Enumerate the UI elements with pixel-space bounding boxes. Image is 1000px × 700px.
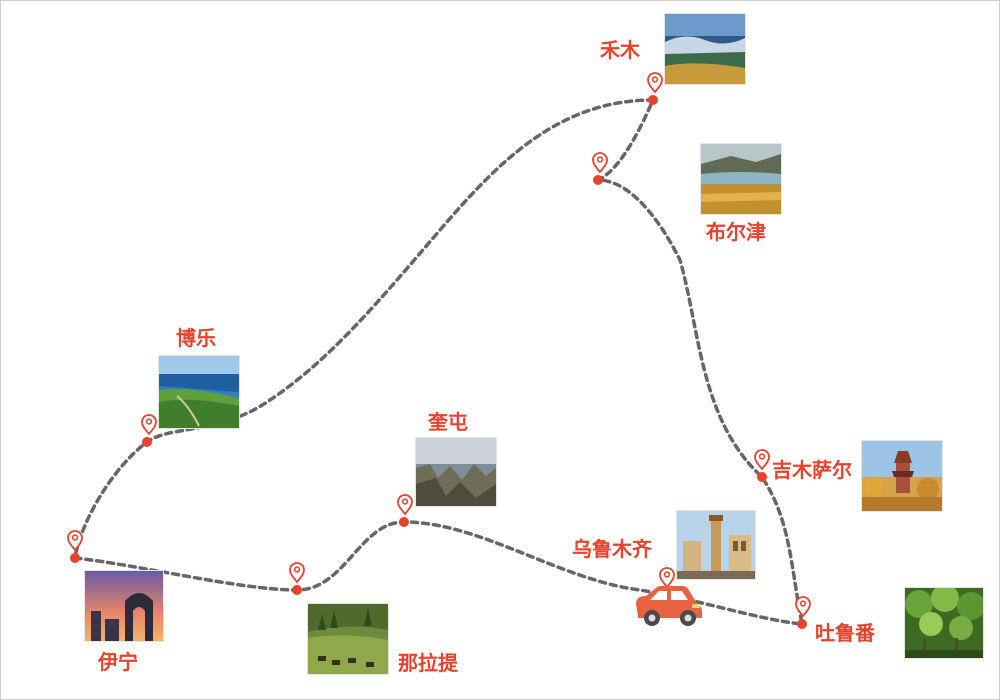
photo-hemu [664, 13, 746, 85]
map-pin-icon[interactable] [647, 72, 663, 93]
map-pin-icon[interactable] [659, 567, 675, 588]
place-label-kuitun: 奎屯 [428, 410, 468, 434]
photo-bole [158, 355, 240, 429]
photo-tulufan [904, 587, 984, 659]
map-pin-icon[interactable] [289, 562, 305, 583]
photo-kuitun [415, 437, 497, 507]
place-label-jimusaer: 吉木萨尔 [772, 458, 852, 482]
stop-dot-tulufan [797, 619, 807, 629]
photo-yining [84, 570, 164, 642]
map-pin-icon[interactable] [754, 449, 770, 470]
stop-dot-bole [142, 437, 152, 447]
place-label-hemu: 禾木 [600, 38, 640, 62]
place-label-bole: 博乐 [176, 326, 216, 350]
photo-nalati [307, 603, 389, 675]
stop-dot-jimusaer [757, 472, 767, 482]
photo-wulumuqi [676, 510, 756, 580]
place-label-tulufan: 吐鲁番 [815, 621, 875, 645]
photo-buerjin [700, 143, 782, 215]
stop-dot-nalati [292, 585, 302, 595]
place-label-wulumuqi: 乌鲁木齐 [572, 537, 652, 561]
stop-dot-yining [70, 553, 80, 563]
map-pin-icon[interactable] [795, 596, 811, 617]
map-pin-icon[interactable] [397, 494, 413, 515]
car-icon [636, 586, 702, 626]
stop-dots [70, 95, 807, 629]
stop-dot-hemu [648, 95, 658, 105]
place-label-buerjin: 布尔津 [706, 220, 766, 244]
map-pin-icon[interactable] [141, 414, 157, 435]
place-label-nalati: 那拉提 [398, 651, 458, 675]
stop-dot-buerjin [593, 175, 603, 185]
map-pin-icon[interactable] [67, 530, 83, 551]
place-label-yining: 伊宁 [98, 650, 138, 674]
photo-jimusaer [861, 440, 943, 512]
stop-dot-kuitun [399, 517, 409, 527]
map-pin-icon[interactable] [592, 152, 608, 173]
